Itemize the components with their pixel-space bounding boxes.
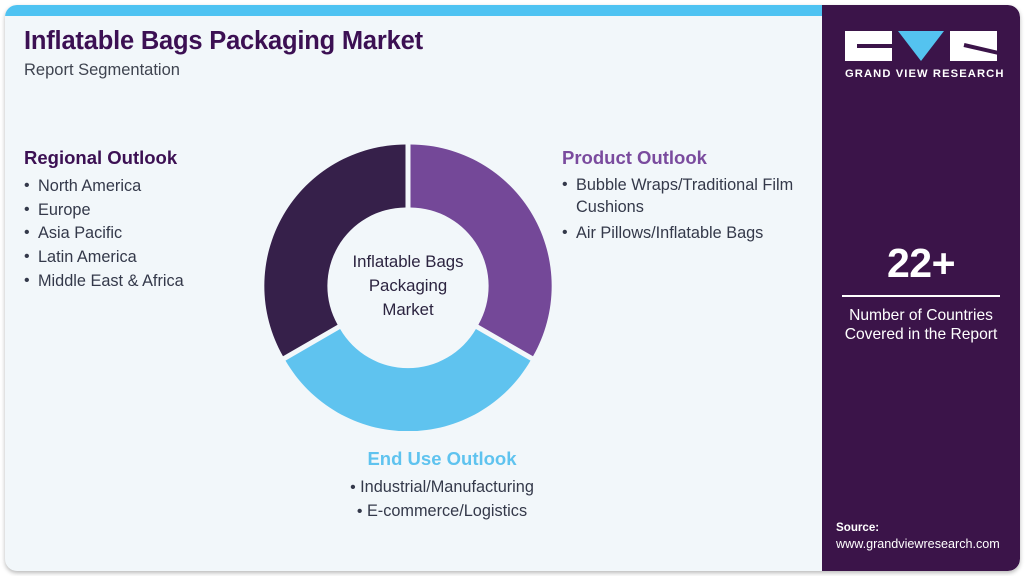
end-use-outlook-block: End Use Outlook Industrial/Manufacturing… bbox=[297, 448, 587, 523]
stat-divider bbox=[842, 295, 1000, 297]
logo-v-triangle-icon bbox=[898, 31, 944, 61]
segmentation-donut-chart: Inflatable Bags Packaging Market bbox=[263, 141, 553, 431]
list-item: E-commerce/Logistics bbox=[297, 500, 587, 524]
list-item: Middle East & Africa bbox=[24, 269, 264, 294]
regional-outlook-list: North America Europe Asia Pacific Latin … bbox=[24, 174, 264, 294]
logo-mark-group bbox=[845, 31, 997, 61]
grand-view-research-logo: GRAND VIEW RESEARCH bbox=[845, 31, 1005, 80]
countries-stat-label: Number of Countries Covered in the Repor… bbox=[834, 306, 1008, 346]
source-block: Source: www.grandviewresearch.com bbox=[836, 520, 1018, 553]
logo-g-icon bbox=[845, 31, 893, 61]
list-item: Air Pillows/Inflatable Bags bbox=[562, 222, 812, 245]
countries-stat-value: 22+ bbox=[886, 240, 956, 286]
list-item: North America bbox=[24, 174, 264, 199]
donut-slice-product bbox=[410, 144, 552, 357]
list-item: Europe bbox=[24, 198, 264, 223]
list-item: Latin America bbox=[24, 245, 264, 270]
logo-wordmark: GRAND VIEW RESEARCH bbox=[845, 68, 1005, 80]
brand-panel: GRAND VIEW RESEARCH 22+ Number of Countr… bbox=[822, 5, 1020, 571]
product-outlook-list: Bubble Wraps/Traditional Film Cushions A… bbox=[562, 174, 812, 245]
countries-stat-block: 22+ Number of Countries Covered in the R… bbox=[834, 243, 1008, 345]
donut-svg bbox=[264, 144, 552, 431]
regional-outlook-block: Regional Outlook North America Europe As… bbox=[24, 147, 264, 293]
top-accent-strip bbox=[5, 5, 822, 16]
donut-slice-end-use bbox=[285, 329, 531, 431]
end-use-outlook-list: Industrial/Manufacturing E-commerce/Logi… bbox=[297, 476, 587, 523]
source-url[interactable]: www.grandviewresearch.com bbox=[836, 537, 1000, 551]
header: Inflatable Bags Packaging Market Report … bbox=[24, 27, 724, 81]
regional-outlook-heading: Regional Outlook bbox=[24, 147, 178, 168]
donut-slice-regional bbox=[264, 144, 406, 357]
list-item: Industrial/Manufacturing bbox=[297, 476, 587, 500]
list-item: Asia Pacific bbox=[24, 221, 264, 246]
list-item: Bubble Wraps/Traditional Film Cushions bbox=[562, 174, 812, 218]
stat-label-line-1: Number of Countries bbox=[849, 306, 993, 324]
source-title: Source: bbox=[836, 521, 880, 535]
main-card: Inflatable Bags Packaging Market Report … bbox=[5, 5, 1020, 571]
stat-label-line-2: Covered in the Report bbox=[844, 326, 998, 344]
page-title: Inflatable Bags Packaging Market bbox=[24, 27, 423, 55]
product-outlook-heading: Product Outlook bbox=[562, 147, 707, 168]
product-outlook-block: Product Outlook Bubble Wraps/Traditional… bbox=[562, 147, 812, 250]
page-subtitle: Report Segmentation bbox=[24, 61, 180, 80]
end-use-outlook-heading: End Use Outlook bbox=[367, 448, 517, 469]
logo-r-icon bbox=[950, 31, 997, 61]
